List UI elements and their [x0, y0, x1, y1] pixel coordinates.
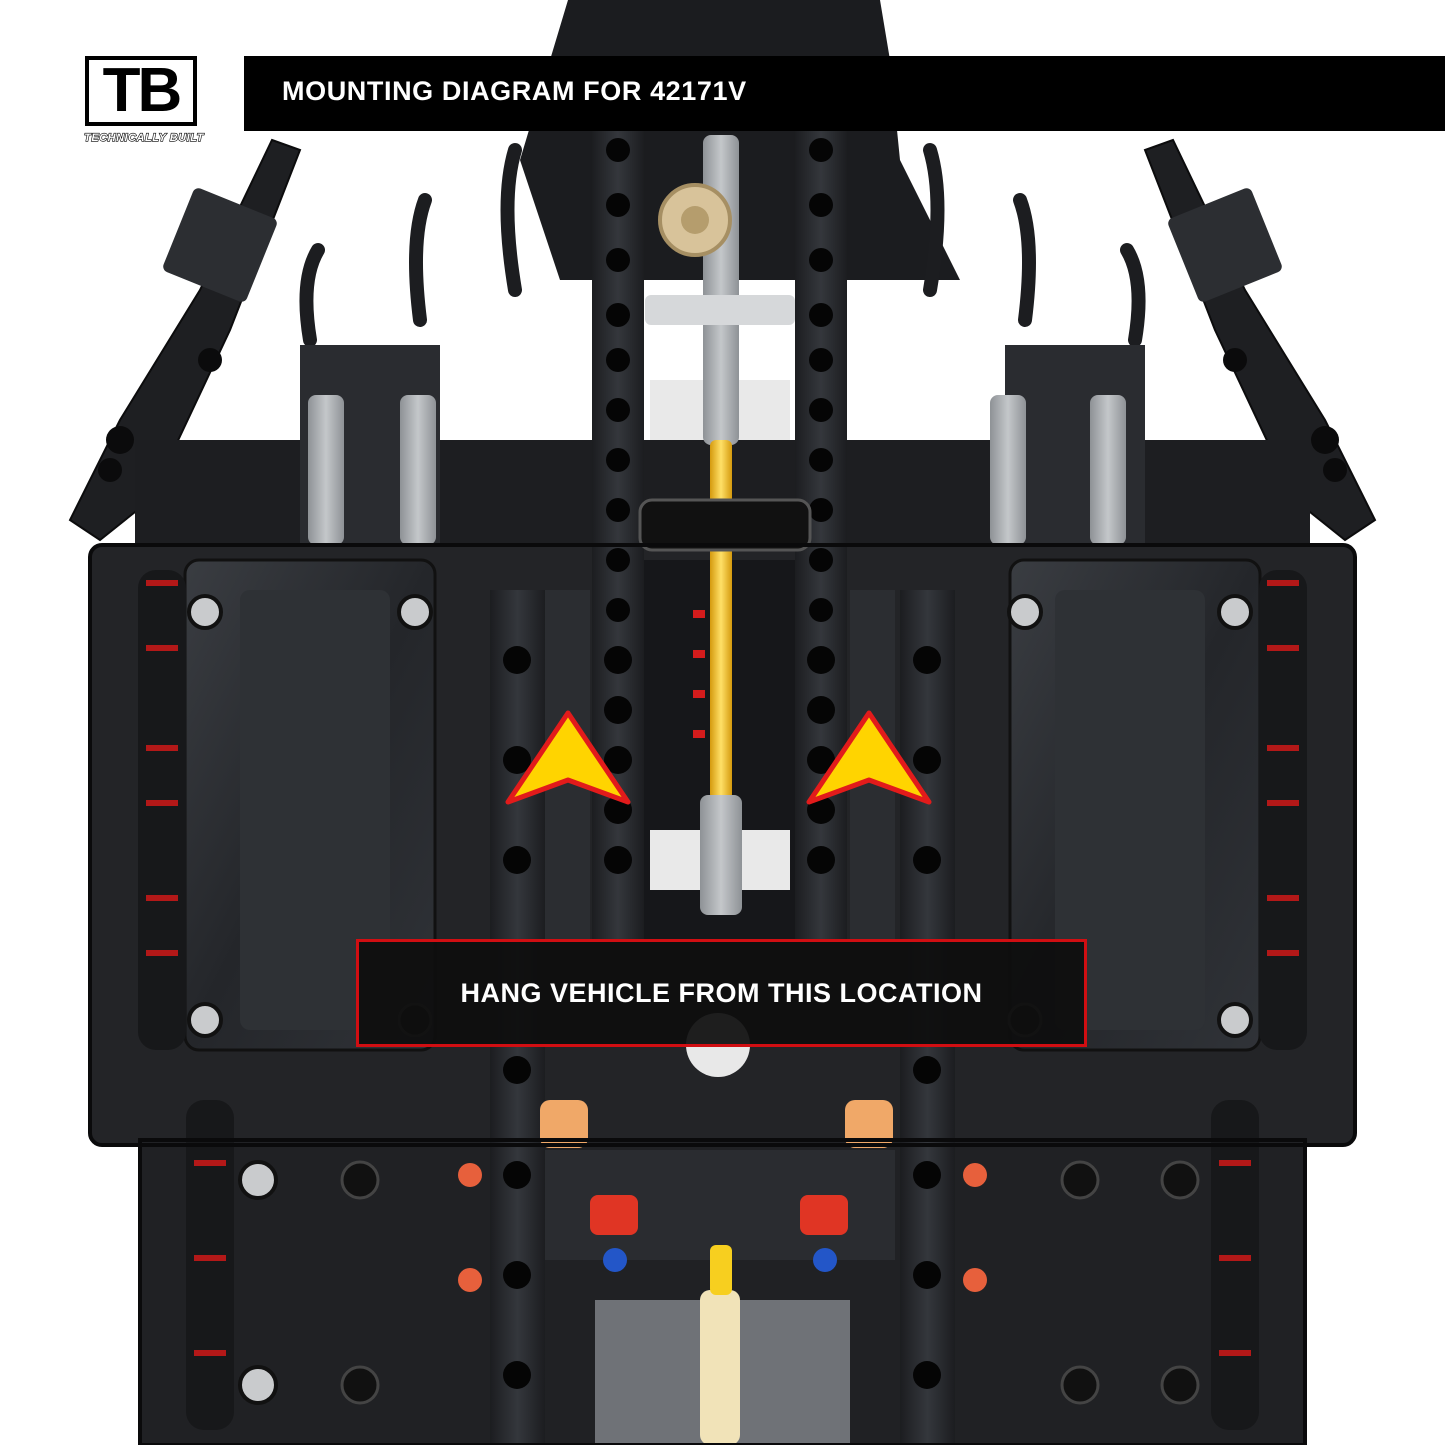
- mounting-callout-label: HANG VEHICLE FROM THIS LOCATION: [460, 978, 983, 1008]
- left-triangle-arrow-marker: [505, 710, 631, 805]
- mounting-callout-box: HANG VEHICLE FROM THIS LOCATION: [356, 939, 1087, 1047]
- technically-built-logo: TB TECHNICALLY BUILT: [83, 56, 216, 150]
- logo-mark: TB: [102, 56, 183, 125]
- right-triangle-arrow-marker: [806, 710, 932, 805]
- logo-mark-box: TB: [85, 56, 197, 126]
- title-banner: MOUNTING DIAGRAM FOR 42171V: [244, 56, 1445, 131]
- page-title: MOUNTING DIAGRAM FOR 42171V: [282, 76, 747, 106]
- logo-subtitle: TECHNICALLY BUILT: [84, 131, 204, 144]
